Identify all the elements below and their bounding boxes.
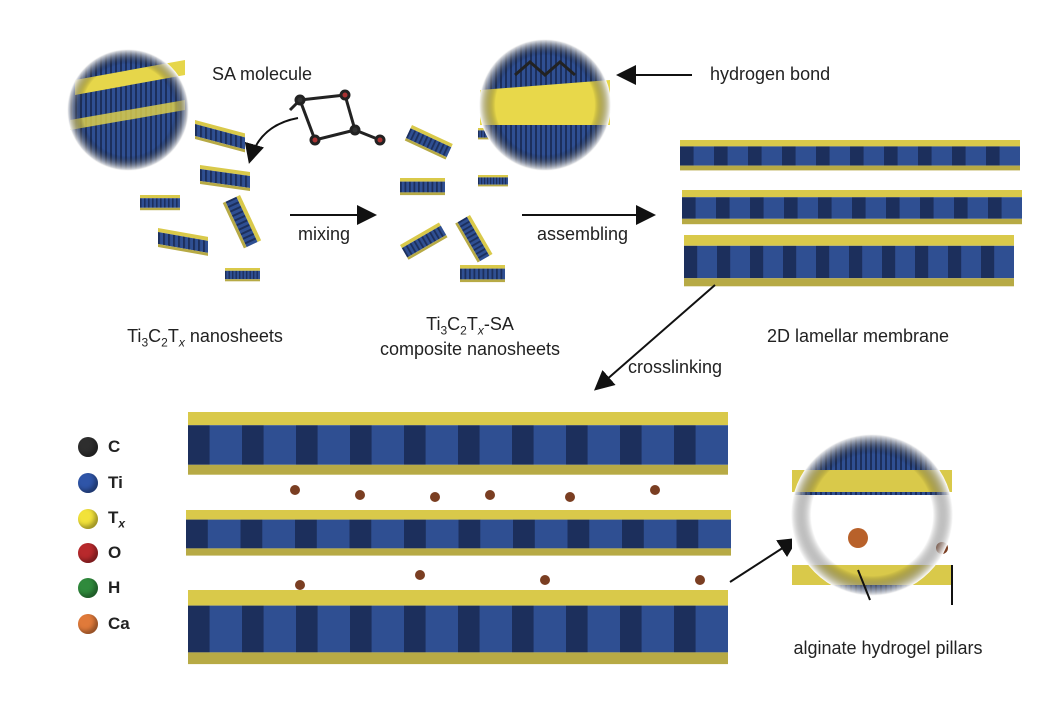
assembling-label: assembling bbox=[537, 224, 629, 244]
sa-molecule bbox=[288, 89, 386, 146]
legend-item-ti: Ti bbox=[78, 473, 123, 493]
hydrogen-atom-icon bbox=[78, 578, 98, 598]
legend-item-tx: Tx bbox=[78, 508, 125, 530]
carbon-atom-icon bbox=[78, 437, 98, 457]
membrane-label: 2D lamellar membrane bbox=[766, 326, 950, 346]
oxygen-atom-icon bbox=[78, 543, 98, 563]
calcium-atom-icon bbox=[78, 614, 98, 634]
mixing-label: mixing bbox=[298, 224, 351, 244]
tx-atom-icon bbox=[78, 509, 98, 530]
hydrogen-bond-label: hydrogen bond bbox=[710, 64, 831, 84]
legend-item-o: O bbox=[78, 543, 121, 563]
lamellar-membrane bbox=[680, 140, 1022, 287]
crosslinking-arrow bbox=[593, 284, 716, 391]
legend-item-h: H bbox=[78, 578, 120, 598]
nanosheet-zoom-circle bbox=[67, 49, 189, 171]
crosslinking-label: crosslinking bbox=[628, 357, 723, 377]
pillars-label: alginate hydrogel pillars bbox=[793, 638, 983, 658]
nanosheets-label: Ti3C2Tx nanosheets bbox=[127, 326, 283, 350]
pillar-pointer bbox=[857, 569, 871, 601]
titanium-atom-icon bbox=[78, 473, 98, 493]
composite-nanosheets bbox=[400, 125, 508, 283]
legend-item-ca: Ca bbox=[78, 614, 130, 634]
legend-item-c: C bbox=[78, 437, 120, 457]
zoom-arrow bbox=[729, 537, 799, 583]
crosslinked-membrane bbox=[186, 412, 731, 665]
composite-label-line1: Ti3C2Tx-SA bbox=[426, 314, 514, 338]
hydrogen-bond-zoom-circle bbox=[479, 39, 611, 171]
sa-molecule-label: SA molecule bbox=[212, 64, 313, 84]
composite-label-line2: composite nanosheets bbox=[379, 339, 561, 359]
pillar-zoom-circle bbox=[791, 434, 953, 596]
